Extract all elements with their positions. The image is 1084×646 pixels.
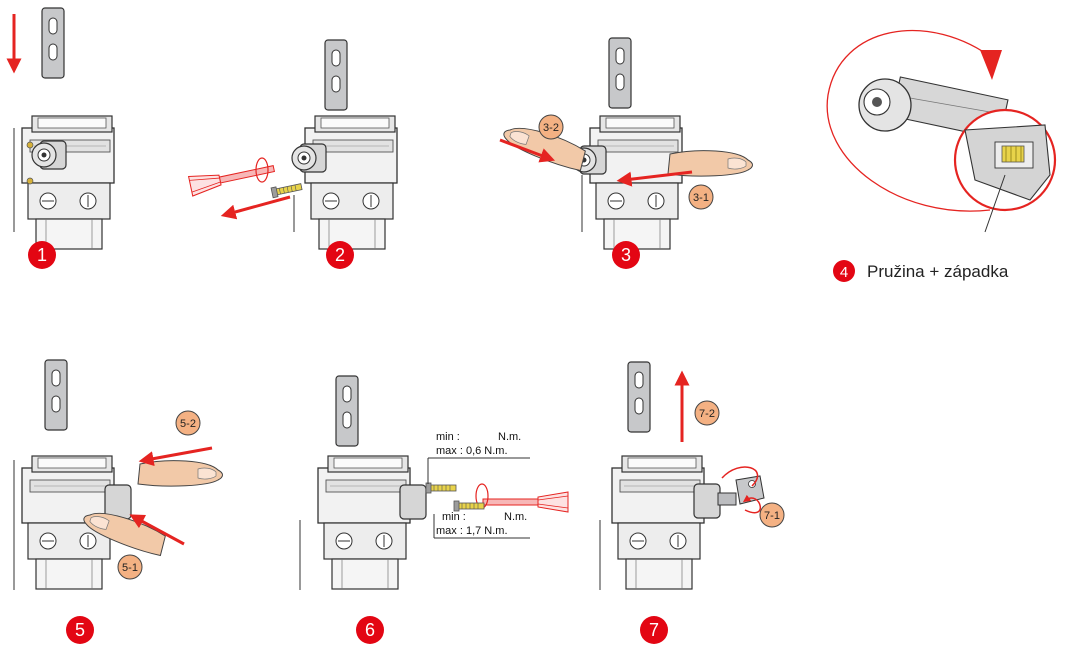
torque-top-max: max : 0,6 N.m. xyxy=(436,445,508,457)
step-3-sub-label: 3-1 xyxy=(693,192,709,204)
step-3-number: 3 xyxy=(621,245,631,265)
torque-bottom-min-unit: N.m. xyxy=(504,511,527,523)
step-5-sub-badge-top: 5-2 xyxy=(175,410,201,436)
torque-bottom-max: max : 1,7 N.m. xyxy=(436,525,508,537)
screw-icon xyxy=(453,500,485,512)
step-2-number: 2 xyxy=(335,245,345,265)
step-3-sub-label: 3-2 xyxy=(543,122,559,134)
arrow-right-icon xyxy=(499,138,556,163)
arrow-up-left-icon xyxy=(129,514,185,546)
rotate-arrow-icon xyxy=(742,494,762,514)
step-1-badge: 1 xyxy=(28,241,56,269)
step-3-sub-badge-top: 3-2 xyxy=(538,114,564,140)
rotation-curve-icon xyxy=(826,29,996,212)
torque-spec-bottom: min : N.m. max : 1,7 N.m. xyxy=(436,511,527,537)
step-2-illustration xyxy=(188,39,398,250)
step-5-sub-label: 5-2 xyxy=(180,418,196,430)
step-5-badge: 5 xyxy=(66,616,94,644)
screw-icon xyxy=(270,181,303,199)
step-2-badge: 2 xyxy=(326,241,354,269)
arrow-left-icon xyxy=(138,446,213,467)
step-5-sub-label: 5-1 xyxy=(122,562,138,574)
step-5-sub-badge-bottom: 5-1 xyxy=(117,554,143,580)
step-7-illustration xyxy=(599,361,765,590)
step-3-badge: 3 xyxy=(612,241,640,269)
step-1-illustration xyxy=(6,7,115,250)
step-6-number: 6 xyxy=(365,620,375,640)
step-5-illustration xyxy=(13,359,223,590)
step-7-sub-badge-top: 7-2 xyxy=(694,400,720,426)
arrow-down-icon xyxy=(980,50,1002,80)
step-4-illustration xyxy=(826,29,1057,233)
torque-top-min: min : xyxy=(436,431,460,443)
screwdriver-icon xyxy=(482,491,569,513)
step-4-caption: Pružina + západka xyxy=(867,262,1009,281)
step-7-sub-label: 7-1 xyxy=(764,510,780,522)
step-7-sub-label: 7-2 xyxy=(699,408,715,420)
step-6-illustration xyxy=(299,375,569,590)
arrow-left-icon xyxy=(220,195,291,220)
leader-line xyxy=(984,174,1006,233)
step-7-badge: 7 xyxy=(640,616,668,644)
rotate-arrow-icon xyxy=(255,157,269,183)
step-3-sub-badge-bottom: 3-1 xyxy=(688,184,714,210)
spring-icon xyxy=(1001,145,1025,163)
screw-icon xyxy=(425,482,457,494)
step-6-badge: 6 xyxy=(356,616,384,644)
torque-spec-top: min : N.m. max : 0,6 N.m. xyxy=(436,431,521,457)
step-4-badge: 4 xyxy=(833,260,855,282)
torque-top-min-unit: N.m. xyxy=(498,431,521,443)
screwdriver-icon xyxy=(188,158,277,197)
torque-bottom-min: min : xyxy=(442,511,466,523)
step-1-number: 1 xyxy=(37,245,47,265)
finger-icon xyxy=(137,460,223,487)
step-7-sub-badge-bottom: 7-1 xyxy=(759,502,785,528)
step-7-number: 7 xyxy=(649,620,659,640)
step-3-illustration xyxy=(499,37,753,250)
arrow-left-icon xyxy=(616,170,693,187)
step-4-number: 4 xyxy=(840,264,848,281)
step-5-number: 5 xyxy=(75,620,85,640)
